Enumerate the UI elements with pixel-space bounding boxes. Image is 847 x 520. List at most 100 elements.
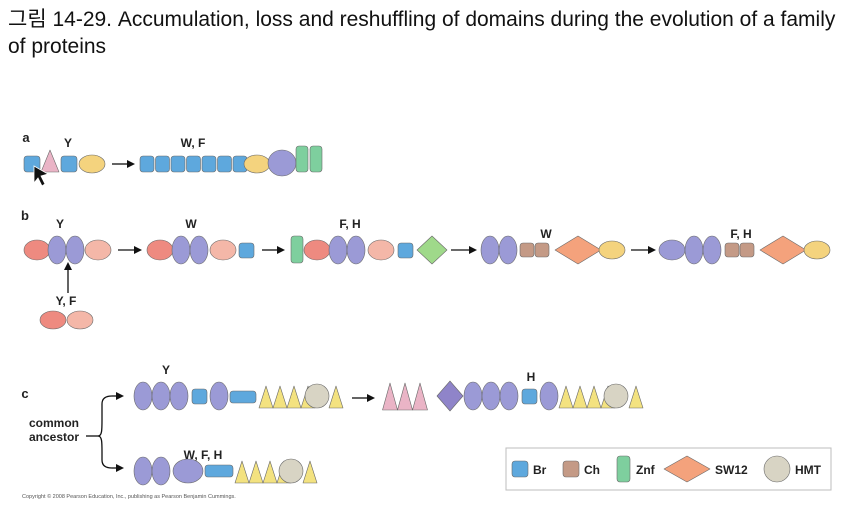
legend-ch-swatch	[562, 460, 580, 478]
arrow-right-icon	[648, 246, 656, 254]
purple-oval-domain	[267, 149, 297, 177]
pink-oval-domain	[367, 239, 395, 261]
br-domain	[155, 155, 170, 173]
legend-hmt-label: HMT	[795, 463, 822, 477]
hmt-domain	[304, 383, 330, 409]
arrow-up-icon	[64, 262, 72, 270]
cursor-icon	[33, 165, 50, 187]
label-w: W	[185, 217, 197, 231]
copyright-notice: Copyright © 2008 Pearson Education, Inc.…	[22, 494, 236, 500]
ch-domain	[724, 242, 740, 258]
pink-triangle-domain	[397, 382, 413, 411]
ch-domain	[519, 242, 535, 258]
purple-oval-domain	[702, 235, 722, 265]
br-domain	[397, 242, 414, 259]
purple-oval-domain	[463, 381, 483, 411]
br-domain	[229, 390, 257, 404]
purple-oval-domain	[658, 239, 686, 261]
znf-domain	[295, 145, 309, 173]
yellow-triangle-domain	[286, 385, 302, 409]
purple-oval-domain	[133, 456, 153, 486]
znf-domain	[309, 145, 323, 173]
br-domain	[60, 155, 78, 173]
ch-domain	[739, 242, 755, 258]
pink-triangle-domain	[40, 149, 60, 173]
br-domain	[204, 464, 234, 478]
legend-br-swatch	[511, 460, 529, 478]
yellow-triangle-domain	[558, 385, 574, 409]
legend-znf-swatch	[616, 455, 631, 483]
yellow-triangle-domain	[262, 460, 278, 484]
purple-oval-domain	[480, 235, 500, 265]
bracket-lower	[97, 435, 113, 469]
yellow-oval-domain	[803, 240, 831, 260]
label-y: Y	[162, 363, 170, 377]
pink-oval-domain	[209, 239, 237, 261]
yellow-triangle-domain	[572, 385, 588, 409]
legend-sw12-label: SW12	[715, 463, 748, 477]
yellow-triangle-domain	[272, 385, 288, 409]
yellow-triangle-domain	[248, 460, 264, 484]
label-y-f: Y, F	[56, 294, 77, 308]
pink-oval-domain	[66, 310, 94, 330]
yellow-triangle-domain	[328, 385, 344, 409]
panel-label-b: b	[21, 208, 29, 223]
br-domain	[170, 155, 186, 173]
purple-oval-domain	[481, 381, 501, 411]
yellow-triangle-domain	[258, 385, 274, 409]
purple-oval-domain	[189, 235, 209, 265]
br-domain	[238, 242, 255, 259]
purple-oval-domain	[172, 458, 204, 484]
label-f-h: F, H	[730, 227, 751, 241]
yellow-triangle-domain	[628, 385, 644, 409]
znf-domain	[290, 235, 304, 264]
ch-domain	[534, 242, 550, 258]
yellow-oval-domain	[78, 154, 106, 174]
red-oval-domain	[39, 310, 67, 330]
br-domain	[217, 155, 232, 173]
legend-sw12-swatch	[663, 455, 711, 483]
purple-oval-domain	[209, 381, 229, 411]
legend-znf-label: Znf	[636, 463, 656, 477]
br-domain	[191, 388, 208, 405]
purple-oval-domain	[499, 381, 519, 411]
red-oval-domain	[23, 239, 51, 261]
arrow-right-icon	[134, 246, 142, 254]
sw12-domain	[759, 235, 807, 265]
legend-hmt-swatch	[763, 455, 791, 483]
label-h: H	[527, 370, 536, 384]
sw12-domain	[554, 235, 602, 265]
purple-oval-domain	[65, 235, 85, 265]
hmt-domain	[278, 458, 304, 484]
red-oval-domain	[146, 239, 174, 261]
label-y: Y	[64, 136, 72, 150]
bracket-upper	[97, 395, 113, 437]
arrow-right-icon	[116, 392, 124, 400]
arrow-right-icon	[116, 464, 124, 472]
pink-oval-domain	[84, 239, 112, 261]
br-domain	[521, 388, 538, 405]
purple-oval-domain	[171, 235, 191, 265]
label-w-f-h: W, F, H	[184, 448, 223, 462]
purple-oval-domain	[47, 235, 67, 265]
arrow-right-icon	[469, 246, 477, 254]
hmt-domain	[603, 383, 629, 409]
br-domain	[201, 155, 217, 173]
red-oval-domain	[303, 239, 331, 261]
purple-oval-domain	[169, 381, 189, 411]
purple-oval-domain	[133, 381, 153, 411]
panel-label-c: c	[21, 386, 28, 401]
label-y: Y	[56, 217, 64, 231]
yellow-triangle-domain	[234, 460, 250, 484]
purple-oval-domain	[684, 235, 704, 265]
purple-diamond-domain	[436, 380, 464, 412]
purple-oval-domain	[498, 235, 518, 265]
legend-ch-label: Ch	[584, 463, 600, 477]
pink-triangle-domain	[382, 382, 398, 411]
yellow-oval-domain	[243, 154, 271, 174]
label-w-f: W, F	[181, 136, 206, 150]
yellow-oval-domain	[598, 240, 626, 260]
green-diamond-domain	[416, 235, 448, 265]
